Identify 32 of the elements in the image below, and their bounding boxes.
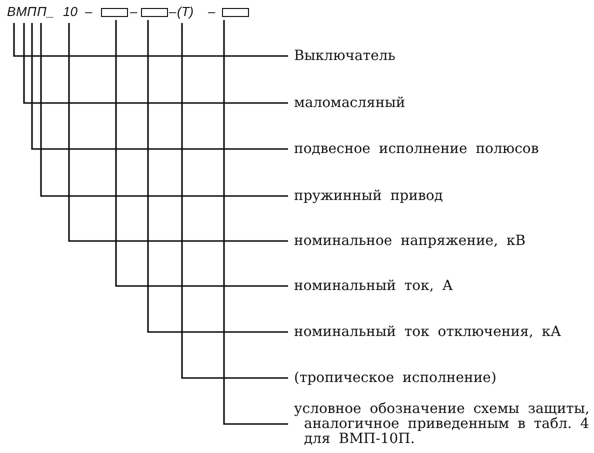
leader-line [13, 23, 288, 57]
explanation-text: номинальный ток, А [294, 278, 453, 294]
placeholder-box [141, 8, 168, 17]
explanation-text: номинальное напряжение, кВ [294, 234, 526, 248]
designation-letter: П [27, 4, 36, 20]
explanation-text: номинальный ток отключения, кА [294, 324, 562, 340]
separator-dash: _ [47, 4, 54, 20]
designation-letter: П [37, 4, 46, 20]
designation-letter: В [7, 4, 16, 20]
leader-line [40, 23, 288, 197]
leader-line [115, 20, 288, 287]
explanation-text: условное обозначение схемы защиты, аналогичное приведенным в табл. 4 для ВМП-10П. [294, 402, 592, 446]
leader-line [223, 20, 288, 425]
leader-line [147, 20, 288, 333]
separator-dash: – [85, 4, 92, 20]
explanation-text: маломасляный [294, 96, 406, 110]
designation-suffix: (Т) [177, 4, 194, 20]
explanation-text: (тропическое исполнение) [294, 370, 496, 386]
placeholder-box [222, 8, 249, 17]
explanation-text: Выключатель [294, 48, 396, 64]
designation-letter: М [16, 4, 27, 20]
explanation-text: пружинный привод [294, 188, 443, 204]
explanation-text: подвесное исполнение полюсов [294, 142, 539, 156]
leader-line [181, 23, 288, 379]
leader-line [68, 23, 288, 242]
separator-dash: – [169, 4, 176, 20]
leader-line [31, 23, 288, 150]
designation-number: 10 [63, 4, 78, 20]
placeholder-box [101, 8, 128, 17]
separator-dash: – [130, 4, 138, 20]
leader-line [23, 23, 288, 104]
separator-dash: – [208, 4, 216, 20]
